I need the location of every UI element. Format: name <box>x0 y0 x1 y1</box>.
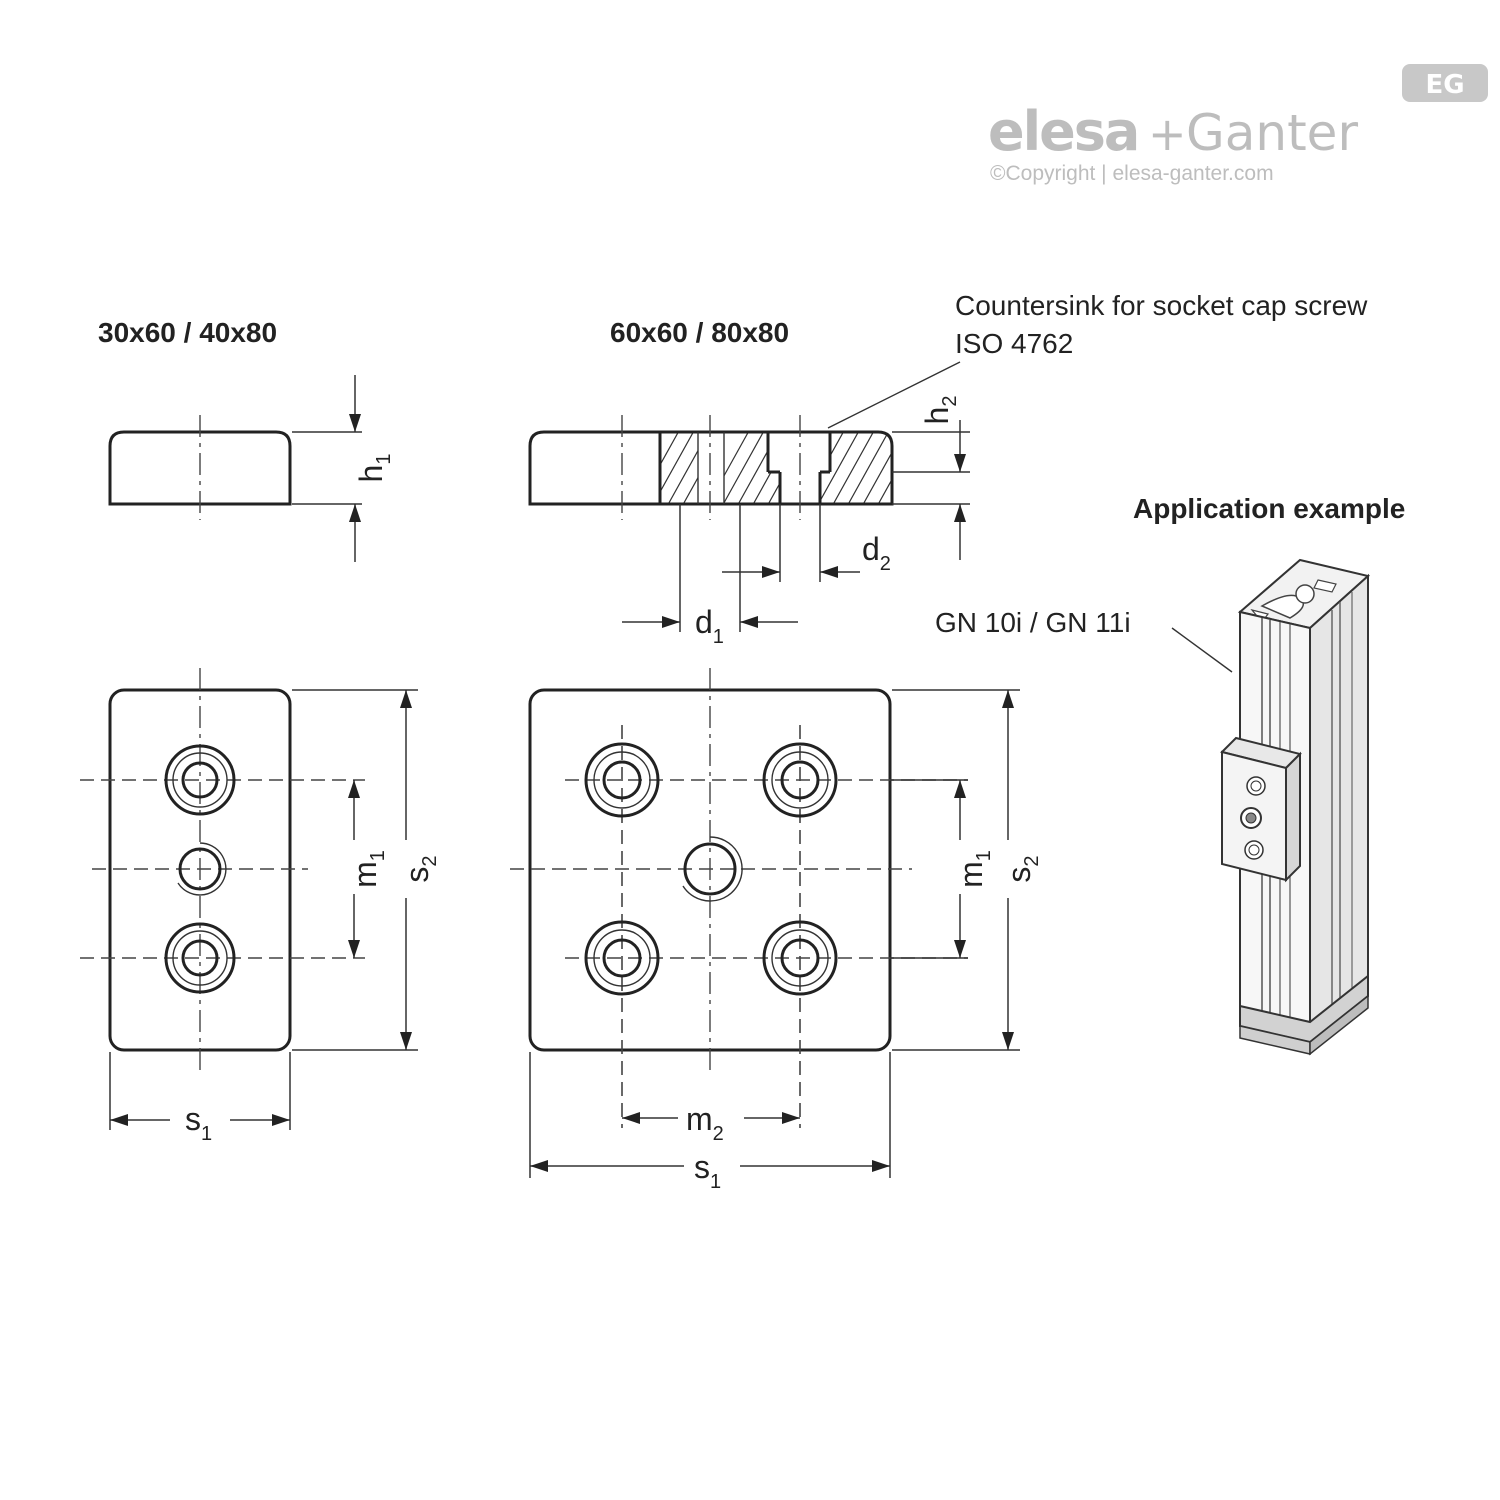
small-side-outline <box>108 430 292 506</box>
large-countersink-hole-bl <box>584 920 660 996</box>
svg-text:m1: m1 <box>953 850 995 888</box>
small-plate-side-view: h1 <box>108 375 395 562</box>
large-side-outline <box>528 430 894 506</box>
dim-s2-label-large: s2 <box>1001 855 1043 882</box>
small-variant-title: 30x60 / 40x80 <box>98 317 277 348</box>
small-countersink-hole-top <box>164 744 236 816</box>
large-countersink-hole-tr <box>762 742 838 818</box>
dim-h2-label: h2 <box>919 396 961 425</box>
dim-d2-label: d2 <box>862 531 891 575</box>
elesa-ganter-logo: EG elesa + Ganter ©Copyright | elesa-gan… <box>988 64 1488 185</box>
logo-brand-ganter: Ganter <box>1186 104 1358 162</box>
countersink-callout-line2: ISO 4762 <box>955 328 1073 359</box>
large-countersink-hole-tl <box>584 742 660 818</box>
svg-text:s2: s2 <box>399 855 441 882</box>
svg-text:h1: h1 <box>353 454 395 483</box>
logo-badge <box>1402 64 1488 102</box>
dim-h1-label: h1 <box>353 454 395 483</box>
logo-copyright: ©Copyright | elesa-ganter.com <box>990 162 1274 185</box>
application-part-label: GN 10i / GN 11i <box>935 607 1131 638</box>
countersink-leader-line <box>827 361 961 429</box>
logo-badge-text: EG <box>1425 70 1464 100</box>
large-threaded-hole <box>682 836 743 902</box>
large-countersink-hole-br <box>762 920 838 996</box>
small-threaded-hole <box>177 842 227 896</box>
section-hatch-left <box>660 432 698 504</box>
mounted-base-plate <box>1220 736 1302 883</box>
countersink-callout-line1: Countersink for socket cap screw <box>955 290 1368 321</box>
svg-text:s2: s2 <box>1001 855 1043 882</box>
application-example-title: Application example <box>1133 493 1405 524</box>
small-plate-top-view: m1 s2 s1 <box>80 668 441 1145</box>
dim-m2-label: m2 <box>686 1101 724 1145</box>
large-variant-title: 60x60 / 80x80 <box>610 317 789 348</box>
dim-m1-label-large: m1 <box>953 850 995 888</box>
aluminium-profile-illustration <box>1220 558 1371 1056</box>
large-plate-top-view: m1 s2 m2 s1 <box>510 668 1043 1193</box>
logo-brand-elesa: elesa <box>988 100 1138 163</box>
dim-s2-label-small: s2 <box>399 855 441 882</box>
dim-d1-label: d1 <box>695 604 724 648</box>
dim-s1-label-small: s1 <box>185 1101 212 1145</box>
large-plate-section-view: h2 d2 d1 <box>528 396 970 648</box>
dim-m1-label-small: m1 <box>347 850 389 888</box>
svg-text:m1: m1 <box>347 850 389 888</box>
svg-text:h2: h2 <box>919 396 961 425</box>
logo-plus: + <box>1148 107 1187 161</box>
small-countersink-hole-bottom <box>164 922 236 994</box>
dim-s1-label-large: s1 <box>694 1149 721 1193</box>
application-leader-line <box>1171 627 1233 673</box>
